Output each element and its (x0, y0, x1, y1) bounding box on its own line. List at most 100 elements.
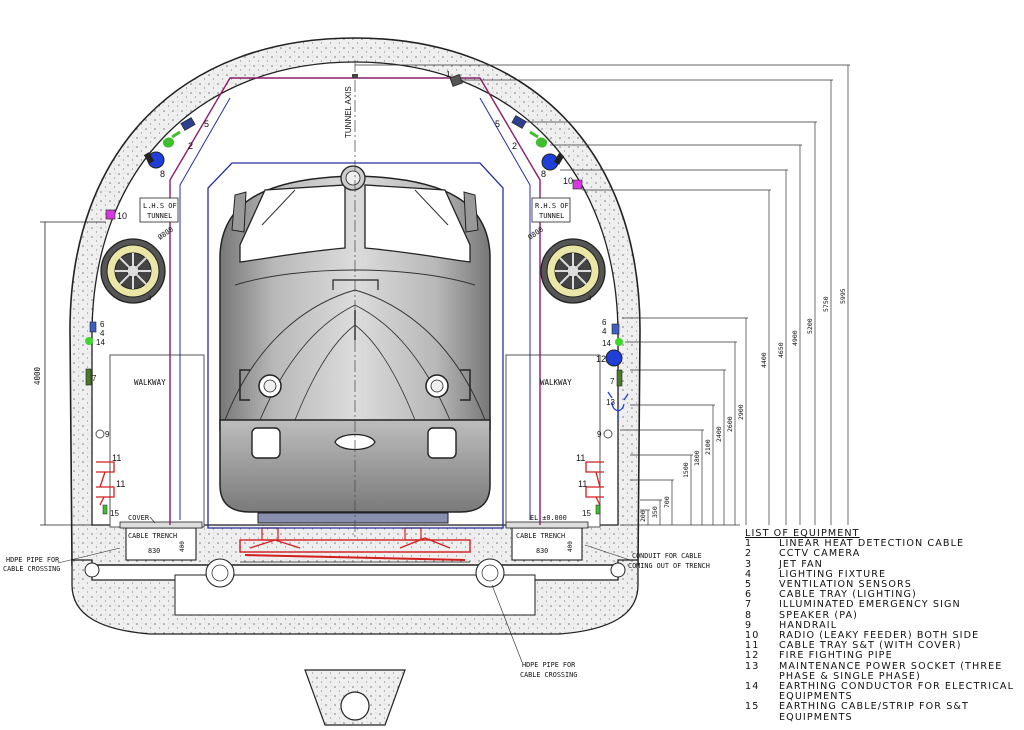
callout-11a-left: 11 (112, 453, 121, 463)
cable-tray-lighting-left (89, 321, 97, 333)
dim-4650: 4650 (777, 342, 785, 358)
callout-12: 12 (596, 354, 606, 364)
callout-7-left: 7 (92, 374, 97, 383)
cctv-camera-left (162, 130, 181, 148)
radio-leaky-feeder-right (572, 179, 583, 190)
legend-item-text: ILLUMINATED EMERGENCY SIGN (779, 599, 961, 611)
hdpe-pipe-right-inner (481, 564, 499, 582)
elevation-label: EL ±0.000 (530, 514, 567, 522)
legend-item-number: 12 (745, 650, 760, 662)
earthing-conductor-left (85, 337, 93, 345)
conduit-label-1: CONDUIT FOR CABLE (632, 552, 702, 560)
walkway-left (109, 354, 205, 528)
callout-7-right: 7 (610, 377, 615, 386)
trench-depth-left: 400 (179, 541, 186, 552)
linear-heat-cable-left (352, 74, 358, 78)
hdpe-bottom-label-1: HDPE PIPE FOR (522, 661, 576, 669)
dim-2100: 2100 (704, 439, 712, 455)
dim-700: 700 (663, 496, 671, 508)
hdpe-left-label-2: CABLE CROSSING (3, 565, 60, 573)
callout-2-left: 2 (188, 141, 193, 151)
callout-6-right: 6 (602, 318, 607, 327)
legend-item-number: 6 (745, 589, 753, 601)
legend-item-text: MAINTENANCE POWER SOCKET (THREE PHASE & … (779, 660, 1003, 682)
cctv-camera-right (529, 130, 548, 148)
legend-item-number: 8 (745, 609, 753, 621)
legend-item-text: CABLE TRAY S&T (WITH COVER) (779, 640, 962, 652)
walkway-right (505, 354, 601, 528)
legend-item-text: FIRE FIGHTING PIPE (779, 650, 893, 662)
callout-11b-right: 11 (578, 479, 587, 489)
cable-tray-lighting-right (611, 323, 620, 335)
callout-6-left: 6 (100, 320, 105, 329)
lhs-label-box (139, 197, 179, 223)
dim-1800: 1800 (693, 450, 701, 466)
earthing-strip-left (102, 504, 108, 515)
gauge-right-line (479, 97, 531, 520)
lhs-label-1: L.H.S OF (143, 202, 177, 210)
trench-depth-right: 400 (567, 541, 574, 552)
dim-1500: 1500 (682, 462, 690, 478)
handrail-right (603, 429, 613, 439)
legend-item-number: 1 (745, 538, 753, 550)
rhs-label-1: R.H.S OF (535, 202, 569, 210)
dim-4400: 4400 (760, 352, 768, 368)
jet-fan-left (100, 238, 166, 304)
legend-title: LIST OF EQUIPMENT (745, 528, 860, 539)
legend-item-number: 14 (745, 681, 760, 693)
side-drain-left (84, 562, 100, 578)
trench-cover-left (119, 521, 203, 529)
legend-item-number: 10 (745, 630, 760, 642)
emergency-sign-left (85, 368, 92, 386)
callout-3-right: 3 (588, 296, 592, 302)
structure-gauge (207, 162, 504, 529)
track-bed (174, 574, 536, 616)
drain-pipe (340, 691, 370, 721)
gauge-left-line (179, 97, 231, 520)
legend-item-number: 9 (745, 619, 753, 631)
callout-15-left: 15 (110, 509, 119, 518)
legend-item-text: SPEAKER (PA) (779, 609, 858, 621)
legend-item-number: 7 (745, 599, 753, 611)
earthing-conductor-right (615, 338, 623, 346)
cable-tray-st-right (585, 461, 604, 506)
dimension-values: 200 350 700 1500 1800 2100 2400 2600 290… (639, 288, 847, 522)
legend-item-text: VENTILATION SENSORS (779, 579, 912, 591)
legend-item: 12 FIRE FIGHTING PIPE (745, 651, 1020, 661)
cable-trench-left (125, 527, 197, 561)
handrail-left (95, 429, 105, 439)
callout-15-right: 15 (582, 509, 591, 518)
legend-item-text: EARTHING CONDUCTOR FOR ELECTRICAL EQUIPM… (779, 681, 1015, 703)
legend-item: 5 VENTILATION SENSORS (745, 579, 1020, 591)
callout-2-right: 2 (512, 141, 517, 151)
hdpe-left-label-1: HDPE PIPE FOR (6, 556, 60, 564)
callout-13: 13 (606, 398, 615, 407)
cover-label: COVER (128, 514, 150, 522)
earthing-strip-right (595, 504, 601, 515)
callout-8-left: 8 (160, 169, 165, 179)
callout-5-right: 5 (495, 119, 500, 129)
callout-4-left: 4 (100, 329, 105, 338)
conduit-label-2: COMING OUT OF TRENCH (628, 562, 710, 570)
hdpe-pipe-left-inner (211, 564, 229, 582)
callout-5-left: 5 (204, 119, 209, 129)
speaker-right (541, 153, 565, 171)
rhs-label-box (531, 197, 571, 223)
tunnel-axis-label: TUNNEL AXIS (344, 86, 353, 138)
legend-item: 14 EARTHING CONDUCTOR FOR ELECTRICAL EQUI… (745, 681, 1020, 703)
walkway-label-right: WALKWAY (540, 378, 572, 387)
dimension-lines (355, 64, 850, 526)
legend-item-text: LIGHTING FIXTURE (779, 568, 887, 580)
legend-item-number: 4 (745, 568, 753, 580)
legend-item-number: 5 (745, 579, 753, 591)
walkway-label-left: WALKWAY (134, 378, 166, 387)
callout-11a-right: 11 (576, 453, 585, 463)
legend-item-text: HANDRAIL (779, 619, 838, 631)
